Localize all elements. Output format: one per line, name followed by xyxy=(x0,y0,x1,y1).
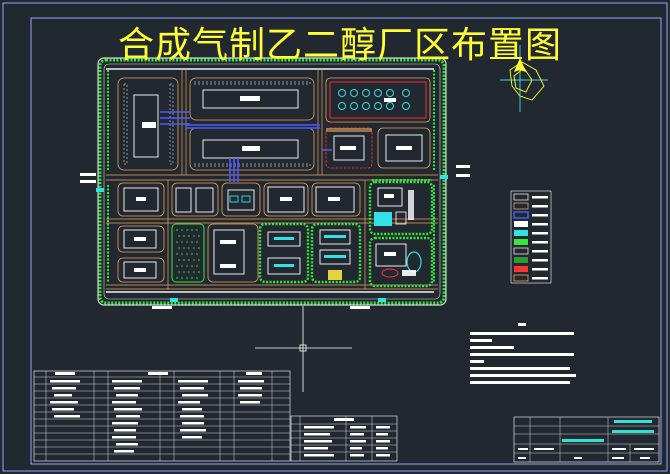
legend-table xyxy=(510,190,552,284)
block-mid-right xyxy=(325,127,431,169)
drawing-title: 合成气制乙二醇厂区布置图 xyxy=(118,25,563,66)
crosshair-cursor-icon xyxy=(255,306,352,392)
road-markers xyxy=(106,68,434,293)
technical-notes xyxy=(470,323,576,384)
economic-index-table xyxy=(290,415,398,462)
site-gates xyxy=(80,165,470,309)
block-row-middle xyxy=(117,182,361,217)
title-block xyxy=(513,416,660,463)
block-right-column xyxy=(368,180,434,288)
inner-frame xyxy=(30,17,662,465)
pipe-racks xyxy=(160,111,332,182)
north-arrow-icon xyxy=(500,45,548,112)
building-schedule-table xyxy=(33,370,291,462)
site-boundary xyxy=(97,57,447,306)
block-row-lower xyxy=(117,222,362,284)
planting-field xyxy=(176,229,200,279)
block-top-middle xyxy=(189,77,315,171)
block-top-right-tank-farm xyxy=(325,77,431,123)
internal-greenbelts xyxy=(107,70,435,282)
